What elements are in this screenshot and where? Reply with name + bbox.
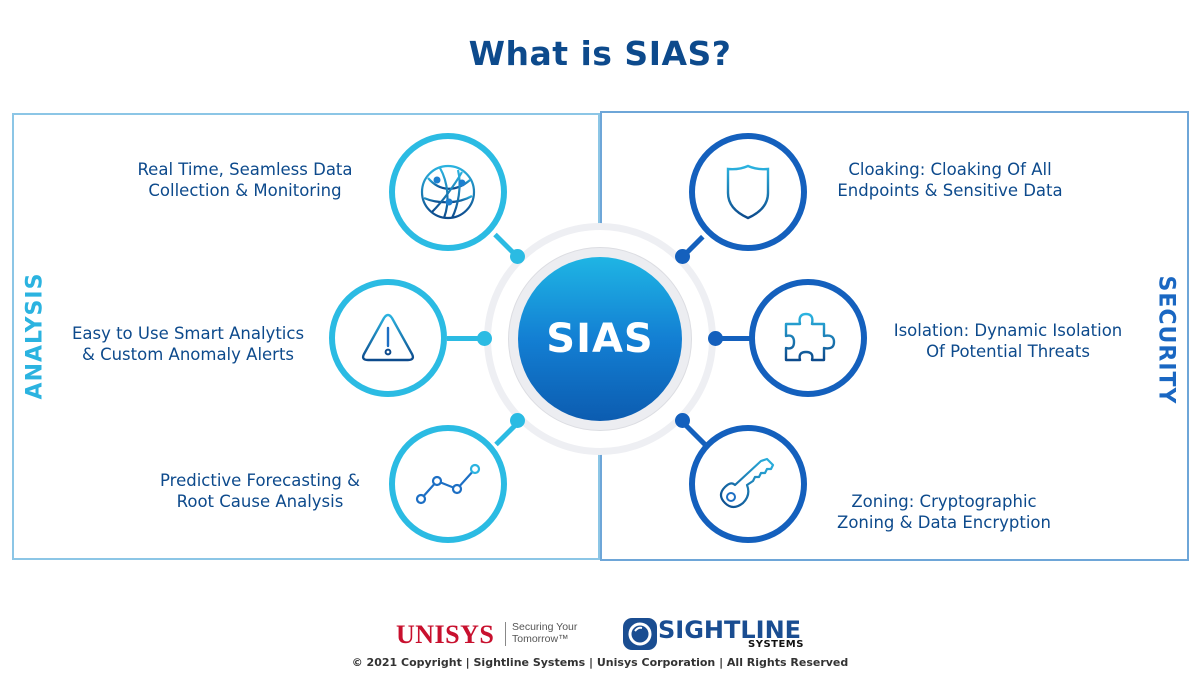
connector-dot	[477, 331, 492, 346]
logo-divider	[505, 622, 506, 646]
sias-hub: SIAS	[518, 257, 682, 421]
line-chart-icon	[415, 463, 481, 505]
connector-dot	[675, 413, 690, 428]
sightline-logo-subtext: SYSTEMS	[748, 639, 804, 650]
security-label-zoning: Zoning: Cryptographic Zoning & Data Encr…	[837, 492, 1051, 532]
security-node-zoning	[689, 425, 807, 543]
security-section-label: SECURITY	[1153, 275, 1179, 405]
analysis-label-smart-analytics: Easy to Use Smart Analytics & Custom Ano…	[71, 324, 305, 364]
shield-icon	[726, 164, 770, 220]
connector-dot	[675, 249, 690, 264]
connector-dot	[510, 413, 525, 428]
security-node-isolation	[749, 279, 867, 397]
unisys-tagline: Securing Your Tomorrow™	[512, 621, 578, 645]
warning-triangle-icon	[361, 313, 415, 362]
sightline-logo-text: SIGHTLINE	[658, 616, 802, 644]
analysis-node-data-collection	[389, 133, 507, 251]
puzzle-piece-icon	[784, 312, 836, 362]
analysis-node-forecasting	[389, 425, 507, 543]
copyright-text: © 2021 Copyright | Sightline Systems | U…	[351, 656, 849, 669]
connector-line	[447, 336, 485, 341]
analysis-section-label: ANALYSIS	[22, 272, 48, 400]
connector-dot	[510, 249, 525, 264]
key-icon	[719, 457, 775, 509]
security-label-isolation: Isolation: Dynamic Isolation Of Potentia…	[893, 321, 1123, 361]
analysis-label-data-collection: Real Time, Seamless Data Collection & Mo…	[137, 160, 353, 200]
footer: UNISYS Securing Your Tomorrow™ SIGHTLINE…	[0, 612, 1200, 672]
hub-label: SIAS	[546, 316, 654, 362]
sightline-eye-icon	[623, 618, 657, 650]
page-title: What is SIAS?	[468, 34, 732, 73]
globe-network-icon	[420, 164, 476, 220]
security-node-cloaking	[689, 133, 807, 251]
analysis-node-smart-analytics	[329, 279, 447, 397]
security-label-cloaking: Cloaking: Cloaking Of All Endpoints & Se…	[837, 160, 1063, 200]
analysis-label-forecasting: Predictive Forecasting & Root Cause Anal…	[159, 471, 361, 511]
unisys-logo: UNISYS	[396, 620, 495, 649]
connector-line	[715, 336, 753, 341]
connector-dot	[708, 331, 723, 346]
